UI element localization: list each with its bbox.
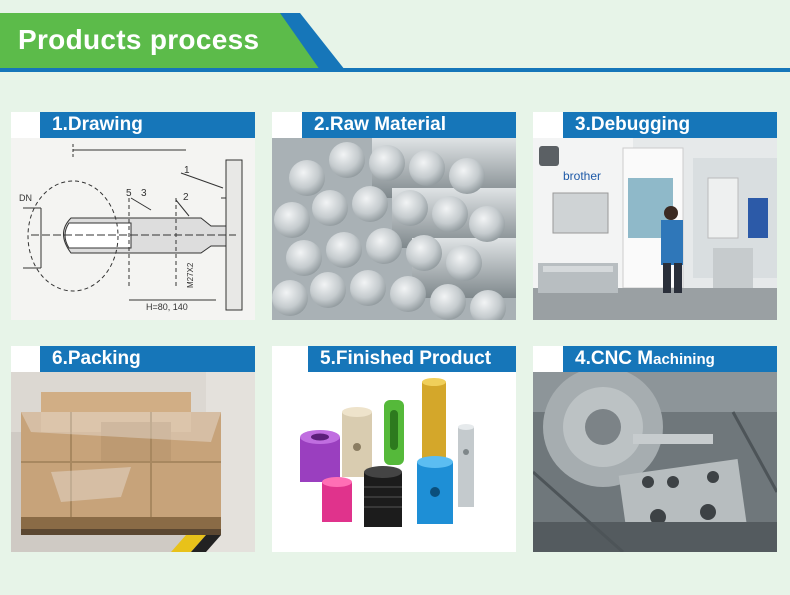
step-card-debugging: 3.Debugging brother — [533, 112, 777, 320]
drawing-label-5: 5 — [126, 188, 132, 199]
drawing-label-dn: DN — [19, 193, 32, 203]
packing-image — [11, 372, 255, 552]
debugging-image: brother — [533, 138, 777, 320]
title-underline — [0, 68, 790, 72]
step-card-cnc-machining: 4.CNC Machining — [533, 346, 777, 552]
step-card-finished-product: 5.Finished Product — [272, 346, 516, 552]
finished-product-image — [272, 372, 516, 552]
raw-material-image — [272, 138, 516, 320]
step-card-packing: 6.Packing — [11, 346, 255, 552]
drawing-image: DN 1 5 3 2 M27X2 H=80, 140 — [11, 138, 255, 320]
step-label-cnc-big: 4.CNC M — [575, 348, 654, 369]
drawing-label-2: 2 — [183, 192, 189, 203]
machine-brand-label: brother — [563, 169, 601, 183]
drawing-label-h: H=80, 140 — [146, 302, 188, 312]
step-label-raw-material: 2.Raw Material — [302, 112, 516, 138]
title-tab-green — [0, 13, 320, 70]
step-card-drawing: 1.Drawing DN — [11, 112, 255, 320]
step-label-cnc-small: achining — [653, 351, 715, 368]
step-label-packing: 6.Packing — [40, 346, 255, 372]
cnc-machining-image — [533, 372, 777, 552]
step-label-debugging: 3.Debugging — [563, 112, 777, 138]
drawing-label-m: M27X2 — [186, 262, 195, 288]
step-label-drawing: 1.Drawing — [40, 112, 255, 138]
step-label-finished-product: 5.Finished Product — [308, 346, 516, 372]
step-label-cnc-machining: 4.CNC Machining — [563, 346, 777, 372]
page-title: Products process — [18, 24, 260, 55]
drawing-label-3: 3 — [141, 188, 147, 199]
drawing-label-1: 1 — [184, 165, 190, 176]
step-card-raw-material: 2.Raw Material — [272, 112, 516, 320]
